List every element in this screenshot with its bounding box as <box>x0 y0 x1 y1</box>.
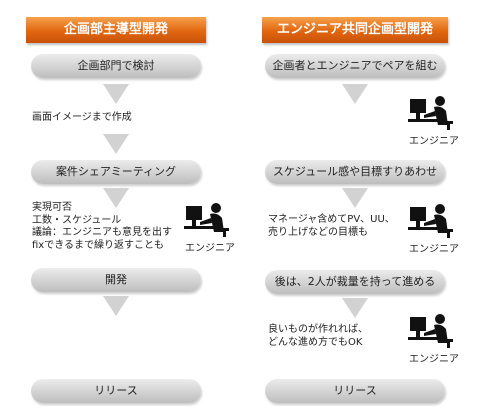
left-note-discussion: 実現可否 工数・スケジュール 議論：エンジニアも意見を出す fixできるまで繰り… <box>32 202 172 251</box>
down-arrow <box>103 134 129 154</box>
down-arrow <box>342 84 368 104</box>
left-step-development: 開発 <box>31 268 201 292</box>
down-arrow <box>342 298 368 318</box>
engineer-figure: エンジニア <box>404 203 464 255</box>
left-step-release: リリース <box>31 379 201 403</box>
engineer-at-desk-icon <box>408 204 453 238</box>
left-column-header: 企画部主導型開発 <box>26 17 206 43</box>
engineer-figure: エンジニア <box>404 95 464 147</box>
right-step-release: リリース <box>265 379 445 403</box>
engineer-label: エンジニア <box>409 136 459 147</box>
left-step-plan-review: 企画部門で検討 <box>31 54 201 78</box>
right-note-any-approach: 良いものが作れれば、 どんな進め方でもOK <box>268 324 368 348</box>
down-arrow <box>103 188 129 208</box>
down-arrow <box>103 296 129 316</box>
engineer-at-desk-icon <box>408 314 453 348</box>
engineer-label: エンジニア <box>409 244 459 255</box>
right-step-pairing: 企画者とエンジニアでペアを組む <box>265 54 445 78</box>
right-column-header: エンジニア共同企画型開発 <box>262 17 448 43</box>
right-note-goals: マネージャ含めてPV、UU、 売り上げなどの目標も <box>268 214 395 238</box>
engineer-figure: エンジニア <box>180 202 240 254</box>
right-step-schedule-alignment: スケジュール感や目標すりあわせ <box>265 160 445 184</box>
engineer-at-desk-icon <box>408 96 453 130</box>
left-note-mockup: 画面イメージまで作成 <box>32 112 132 123</box>
down-arrow <box>103 84 129 104</box>
engineer-figure: エンジニア <box>404 313 464 365</box>
right-step-autonomy: 後は、2人が裁量を持って進める <box>265 270 445 294</box>
down-arrow <box>342 188 368 208</box>
left-step-share-meeting: 案件シェアミーティング <box>31 160 201 184</box>
engineer-at-desk-icon <box>184 203 229 237</box>
engineer-label: エンジニア <box>185 243 235 254</box>
engineer-label: エンジニア <box>409 354 459 365</box>
